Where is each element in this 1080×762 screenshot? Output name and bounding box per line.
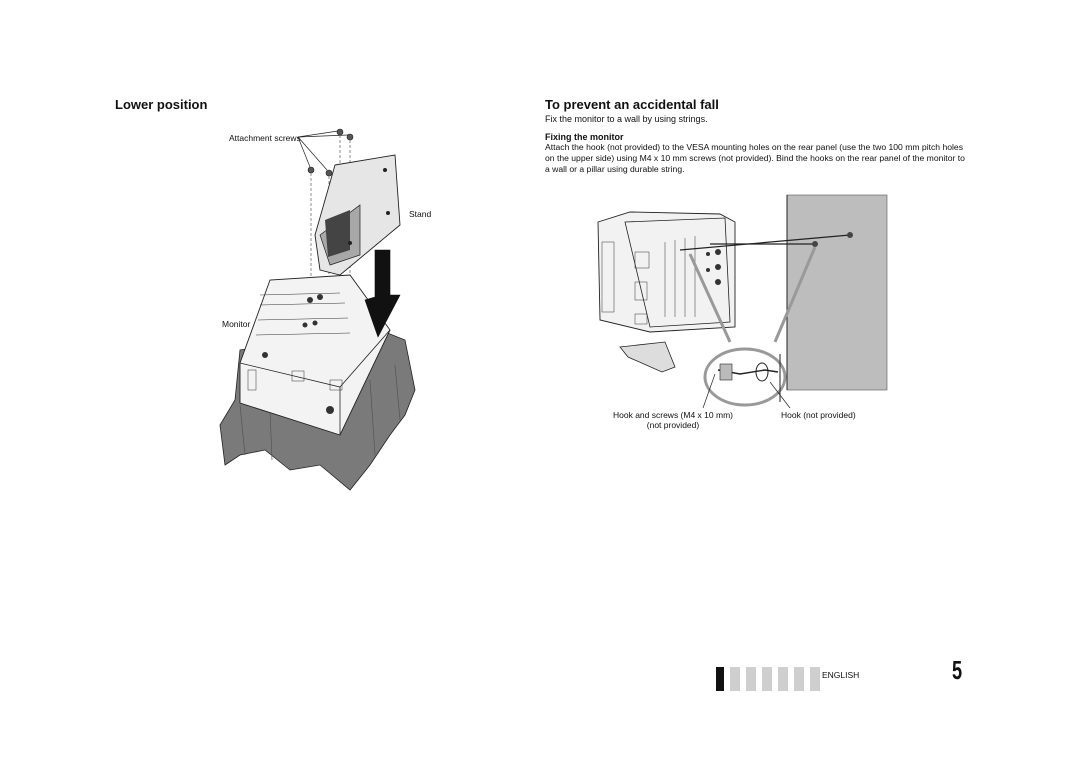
fixing-monitor-paragraph: Attach the hook (not provided) to the VE… [545, 142, 965, 174]
hook-screws-label: Hook and screws (M4 x 10 mm) (not provid… [608, 410, 738, 430]
hook-label: Hook (not provided) [781, 410, 856, 420]
lead-text: Fix the monitor to a wall by using strin… [545, 114, 708, 124]
monitor-label: Monitor [222, 319, 251, 329]
prevent-fall-heading: To prevent an accidental fall [545, 97, 719, 112]
tab-marker [778, 667, 788, 691]
tab-marker [762, 667, 772, 691]
tab-marker [746, 667, 756, 691]
fixing-monitor-subheading: Fixing the monitor [545, 132, 624, 142]
tab-marker [794, 667, 804, 691]
tab-marker-active [716, 667, 724, 691]
page-number: 5 [952, 655, 963, 685]
attachment-screws-label: Attachment screws [229, 133, 301, 143]
language-label: ENGLISH [822, 670, 860, 680]
lower-position-illustration [219, 128, 416, 491]
wall-fixing-illustration [597, 194, 888, 409]
tab-marker [810, 667, 820, 691]
hook-screws-label-line2: (not provided) [646, 420, 700, 430]
lower-position-heading: Lower position [115, 97, 208, 112]
tab-marker [730, 667, 740, 691]
stand-label: Stand [409, 209, 432, 219]
hook-screws-label-line1: Hook and screws (M4 x 10 mm) [613, 410, 733, 420]
